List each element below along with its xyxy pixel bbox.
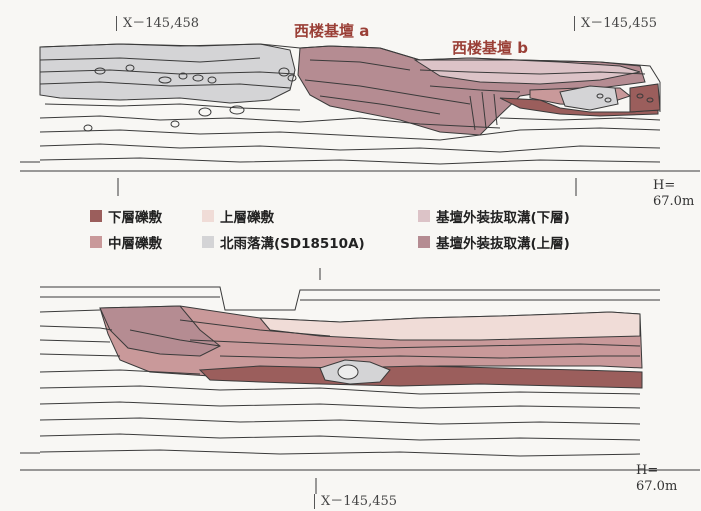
legend-swatch [202, 236, 214, 248]
label-west-tower-b: 西楼基壇 b [452, 39, 528, 57]
elevation-bottom-value: 67.0m [636, 479, 678, 494]
elevation-bottom-h: H= [636, 463, 659, 478]
legend-swatch [202, 210, 214, 222]
legend-label: 下層礫敷 [108, 210, 162, 226]
legend-item-middle-gravel: 中層礫敷 [90, 232, 162, 252]
top-surface [39, 43, 661, 83]
coord-top-right: X－145,455 [574, 12, 658, 31]
legend-label: 基壇外装抜取溝(上層) [436, 236, 570, 252]
top-lower-gravel-fill-2 [629, 83, 661, 113]
legend-label: 基壇外装抜取溝(下層) [436, 210, 570, 226]
legend-item-trench-lower: 基壇外装抜取溝(下層) [418, 206, 570, 226]
legend-item-north-gutter: 北雨落溝(SD18510A) [202, 232, 365, 252]
legend-label: 中層礫敷 [108, 236, 162, 252]
label-west-tower-a: 西楼基壇 a [294, 22, 370, 40]
bottom-surface [40, 286, 660, 311]
bottom-section [20, 268, 700, 494]
legend-swatch [418, 236, 430, 248]
legend-swatch [418, 210, 430, 222]
elevation-top: H= 67.0m [653, 178, 694, 210]
legend-item-upper-gravel: 上層礫敷 [202, 206, 274, 226]
bottom-upper-gravel-fill [258, 311, 641, 341]
coord-top-left: X－145,458 [116, 12, 200, 31]
elevation-top-value: 67.0m [653, 194, 695, 209]
legend-swatch [90, 210, 102, 222]
legend-swatch [90, 236, 102, 248]
top-gutter-patch-right [559, 85, 619, 111]
legend-item-trench-upper: 基壇外装抜取溝(上層) [418, 232, 570, 252]
top-section [20, 43, 700, 196]
legend-label: 北雨落溝(SD18510A) [220, 236, 365, 252]
elevation-bottom: H= 67.0m [636, 463, 677, 495]
bottom-lower-gravel-fill [198, 365, 643, 389]
legend-item-lower-gravel: 下層礫敷 [90, 206, 162, 226]
elevation-top-h: H= [653, 178, 676, 193]
coord-bottom: X－145,455 [314, 490, 398, 509]
legend-label: 上層礫敷 [220, 210, 274, 226]
bottom-trench-upper-fill [99, 305, 221, 357]
